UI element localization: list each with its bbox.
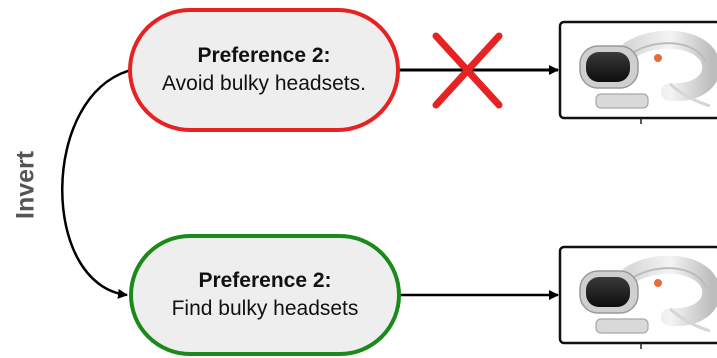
invert-label: Invert: [11, 150, 40, 220]
vr-headset-icon: [560, 22, 717, 118]
vr-headset-icon: [560, 247, 717, 343]
preference-title: Preference 2:: [197, 44, 331, 67]
invert-curve-arrow: [61, 68, 132, 299]
preference-description: Find bulky headsets: [171, 297, 359, 320]
preference-title: Preference 2:: [198, 269, 332, 292]
red-x-icon: [432, 32, 503, 109]
preference-description: Avoid bulky headsets.: [162, 72, 366, 95]
preference-node-accepted: Preference 2: Find bulky headsets: [129, 234, 401, 356]
preference-node-rejected: Preference 2: Avoid bulky headsets.: [128, 8, 400, 132]
